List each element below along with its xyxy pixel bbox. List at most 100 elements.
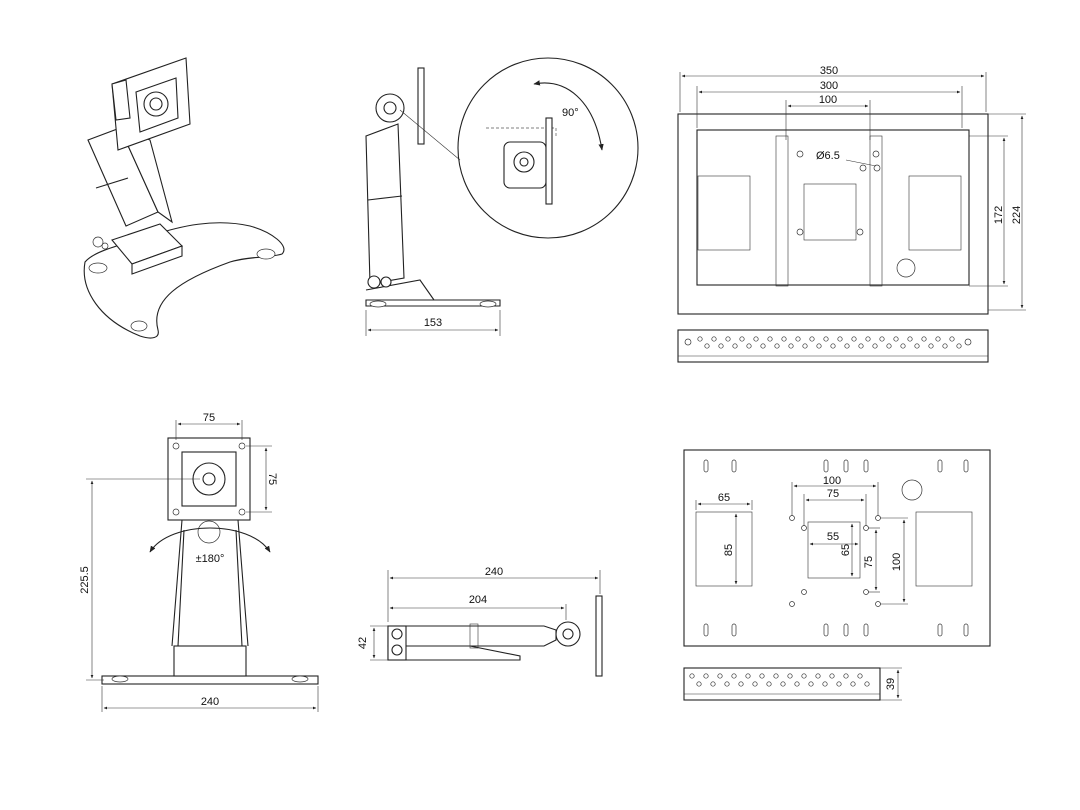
edge-hole: [914, 343, 920, 349]
edge-hole: [928, 343, 934, 349]
edge-hole: [753, 336, 759, 342]
dim-39-label: 39: [885, 678, 897, 690]
edge-hole: [843, 673, 849, 679]
edge-hole: [781, 336, 787, 342]
edge-hole: [907, 336, 913, 342]
mounting-slot: [963, 459, 969, 473]
edge-hole: [794, 681, 800, 687]
mounting-slot: [731, 459, 737, 473]
dim-204-label: 204: [469, 594, 487, 606]
edge-hole: [816, 343, 822, 349]
mounting-slot: [731, 623, 737, 637]
plate-edge-view-bottom: 39: [683, 667, 902, 701]
mounting-slot: [863, 459, 869, 473]
edge-hole: [710, 681, 716, 687]
mounting-slot: [863, 623, 869, 637]
isometric-stand-view: [83, 57, 285, 339]
edge-hole: [787, 673, 793, 679]
plate-rear-view: 100 75 65 85 55 65 75 100: [683, 449, 991, 647]
edge-hole: [808, 681, 814, 687]
dim-85-left-h-label: 85: [723, 544, 735, 556]
rotation-detail-circle: 90°: [457, 57, 639, 239]
edge-hole: [697, 336, 703, 342]
edge-hole: [745, 673, 751, 679]
mounting-slot: [843, 623, 849, 637]
dim-hole-diameter-label: Ø6.5: [816, 150, 840, 162]
edge-hole: [872, 343, 878, 349]
dim-42-label: 42: [357, 637, 369, 649]
edge-hole: [822, 681, 828, 687]
edge-hole: [752, 681, 758, 687]
edge-hole: [725, 336, 731, 342]
edge-hole: [857, 673, 863, 679]
edge-hole: [703, 673, 709, 679]
edge-hole: [718, 343, 724, 349]
edge-hole: [942, 343, 948, 349]
edge-hole: [851, 336, 857, 342]
edge-hole: [935, 336, 941, 342]
rotation-90-label: 90°: [562, 107, 579, 119]
edge-hole: [900, 343, 906, 349]
edge-hole: [767, 336, 773, 342]
edge-hole: [956, 343, 962, 349]
mounting-slot: [937, 459, 943, 473]
edge-hole: [802, 343, 808, 349]
edge-hole: [717, 673, 723, 679]
edge-hole: [795, 336, 801, 342]
edge-hole: [801, 673, 807, 679]
edge-hole: [830, 343, 836, 349]
edge-hole: [836, 681, 842, 687]
dim-75-width-label: 75: [203, 412, 215, 424]
edge-hole: [809, 336, 815, 342]
edge-hole: [731, 673, 737, 679]
mounting-slot: [963, 623, 969, 637]
edge-hole: [879, 336, 885, 342]
edge-hole: [724, 681, 730, 687]
edge-hole: [739, 336, 745, 342]
edge-hole: [738, 681, 744, 687]
edge-hole: [760, 343, 766, 349]
edge-hole: [689, 673, 695, 679]
edge-hole: [759, 673, 765, 679]
plate-front-view: 350 300 100 Ø6.5 172 224: [677, 65, 1026, 315]
arm-top-view: 240 204 42: [357, 566, 603, 677]
edge-hole: [732, 343, 738, 349]
edge-hole: [780, 681, 786, 687]
edge-hole: [766, 681, 772, 687]
mounting-slot: [937, 623, 943, 637]
edge-hole: [858, 343, 864, 349]
edge-hole: [864, 681, 870, 687]
dim-224-label: 224: [1011, 206, 1023, 224]
edge-hole: [773, 673, 779, 679]
edge-hole-pattern: [697, 336, 962, 349]
edge-hole: [788, 343, 794, 349]
slot-row-bottom: [703, 623, 969, 637]
edge-hole: [893, 336, 899, 342]
plate-edge-view-top: [677, 329, 989, 363]
edge-hole: [886, 343, 892, 349]
dim-75-height-label: 75: [266, 473, 278, 485]
dim-75-inner-w-label: 75: [827, 488, 839, 500]
mounting-slot: [703, 459, 709, 473]
mounting-slot: [703, 623, 709, 637]
edge-hole: [837, 336, 843, 342]
dim-300-label: 300: [820, 80, 838, 92]
mounting-slot: [823, 459, 829, 473]
dim-240-base-label: 240: [201, 696, 219, 708]
dim-55-label: 55: [827, 531, 839, 543]
edge-hole: [921, 336, 927, 342]
edge-hole: [850, 681, 856, 687]
edge-hole: [949, 336, 955, 342]
dim-350-label: 350: [820, 65, 838, 77]
edge-hole: [823, 336, 829, 342]
dim-100-label: 100: [819, 94, 837, 106]
edge-hole: [711, 336, 717, 342]
dim-240-arm-label: 240: [485, 566, 503, 578]
dim-65-square-h-label: 65: [840, 544, 852, 556]
rotation-180-label: ±180°: [196, 553, 225, 565]
edge-hole: [829, 673, 835, 679]
slot-row-top: [703, 459, 969, 473]
dim-100-outer-h-label: 100: [891, 553, 903, 571]
edge-hole: [815, 673, 821, 679]
